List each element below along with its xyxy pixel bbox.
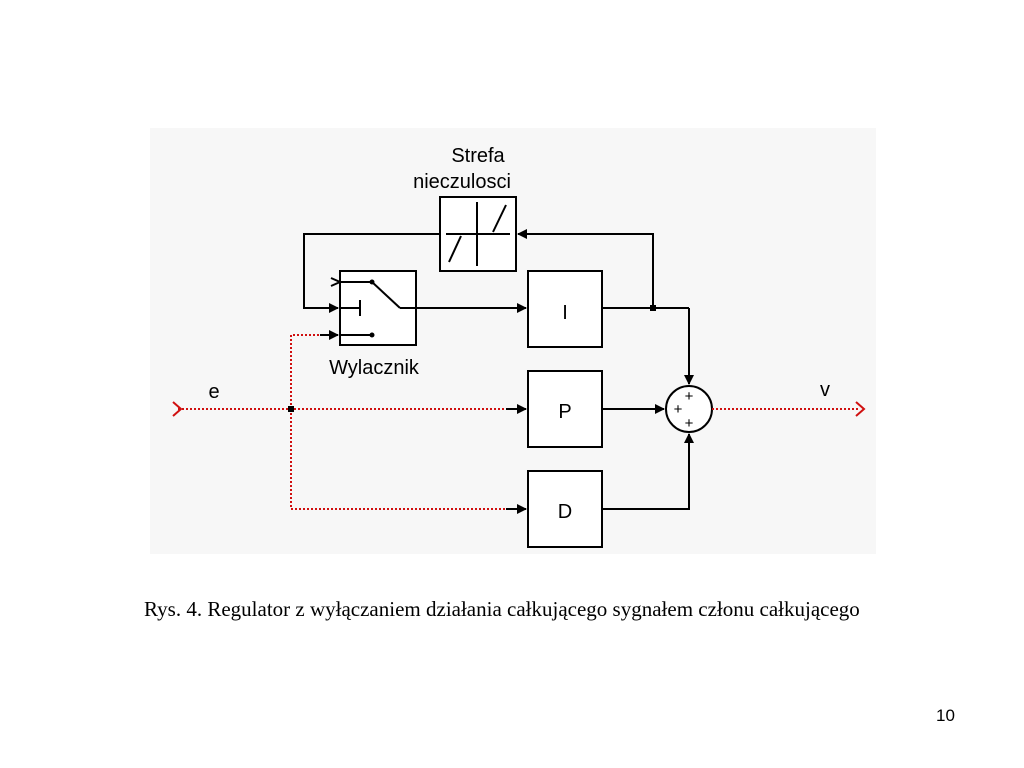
- integral-block: [527, 270, 603, 348]
- switch-block: [330, 270, 417, 346]
- output-chevron: [855, 401, 866, 417]
- block-diagram: Strefa nieczulosci Wylacznik I P D + + +: [150, 128, 876, 554]
- input-chevron: [172, 401, 183, 417]
- sum-sign-bottom: +: [685, 415, 694, 432]
- integral-block-label: I: [562, 302, 568, 324]
- black-connections: [303, 229, 694, 514]
- output-label: v: [820, 379, 830, 401]
- branch-node-i: [650, 305, 656, 311]
- switch-label: Wylacznik: [329, 357, 420, 379]
- proportional-block-label: P: [558, 401, 571, 423]
- dead-zone-label-line2: nieczulosci: [413, 171, 511, 193]
- diagram-panel: [150, 128, 876, 554]
- page-number: 10: [936, 706, 955, 725]
- input-label: e: [208, 381, 219, 403]
- dead-zone-block: [439, 196, 517, 272]
- branch-node-e: [288, 406, 294, 412]
- sum-sign-top: +: [685, 388, 694, 405]
- figure-caption: Rys. 4. Regulator z wyłączaniem działani…: [144, 597, 860, 621]
- sum-sign-left: +: [674, 401, 683, 418]
- proportional-block: [527, 370, 603, 448]
- error-signal-lines: [178, 334, 858, 510]
- derivative-block-label: D: [558, 501, 572, 523]
- dead-zone-label-line1: Strefa: [451, 145, 505, 167]
